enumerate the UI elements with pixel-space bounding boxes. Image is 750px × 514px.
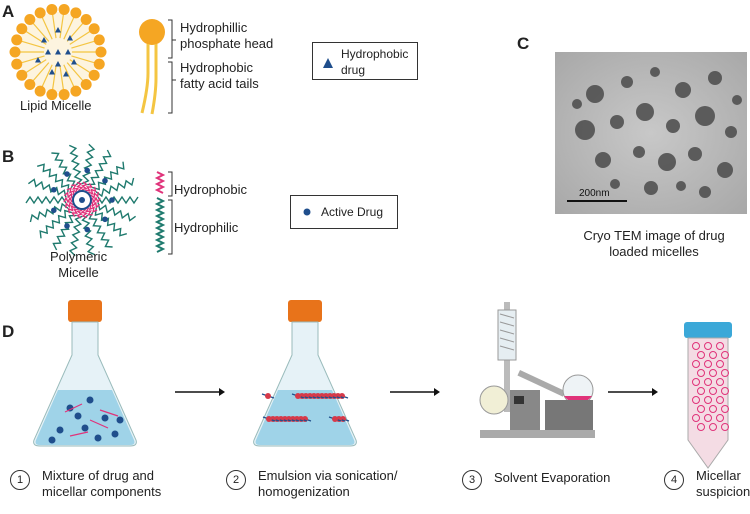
flask-1-graphic <box>33 300 137 447</box>
hydrophobic-drug-legend: Hydrophobic drug <box>312 42 418 80</box>
dot-icon <box>303 208 311 216</box>
arrow-icon-1 <box>175 388 225 396</box>
step-1-number: 1 <box>10 470 30 490</box>
cryo-tem-image: 200nm <box>555 52 747 214</box>
polymeric-micelle-graphic <box>25 143 139 257</box>
lipid-molecule-graphic <box>139 19 176 115</box>
scale-bar-label: 200nm <box>579 188 610 199</box>
step-2-number: 2 <box>226 470 246 490</box>
cryo-tem-caption: Cryo TEM image of drug loaded micelles <box>583 228 725 259</box>
falcon-tube-graphic <box>684 322 732 469</box>
panel-letter-b: B <box>2 147 15 166</box>
lipid-micelle-graphic <box>9 3 107 101</box>
flask-2-graphic <box>253 300 357 447</box>
panel-letter-a: A <box>2 2 15 21</box>
step-4-number: 4 <box>664 470 684 490</box>
triangle-icon <box>323 58 333 68</box>
hydrophobic-label: Hydrophobic <box>174 182 247 197</box>
step-4-label: Micellar suspicion <box>696 468 750 499</box>
hydrophilic-label: Hydrophilic <box>174 220 239 235</box>
active-drug-legend: Active Drug <box>290 195 398 229</box>
step-3-label: Solvent Evaporation <box>494 470 611 485</box>
panel-letter-c: C <box>517 34 530 53</box>
arrow-icon-3 <box>608 388 658 396</box>
rotary-evaporator-graphic <box>479 302 595 438</box>
lipid-micelle-label: Lipid Micelle <box>20 98 92 113</box>
panel-letter-d: D <box>2 322 15 341</box>
hydrophobic-tail-label: Hydrophobic fatty acid tails <box>180 60 259 91</box>
arrow-icon-2 <box>390 388 440 396</box>
step-3-number: 3 <box>462 470 482 490</box>
step-1-label: Mixture of drug and micellar components <box>42 468 162 499</box>
polymeric-micelle-label: Polymeric Micelle <box>50 249 108 280</box>
hydrophilic-head-label: Hydrophillic phosphate head <box>180 20 274 51</box>
polymer-chain-graphic <box>154 171 173 255</box>
step-2-label: Emulsion via sonication/ homogenization <box>258 468 398 499</box>
